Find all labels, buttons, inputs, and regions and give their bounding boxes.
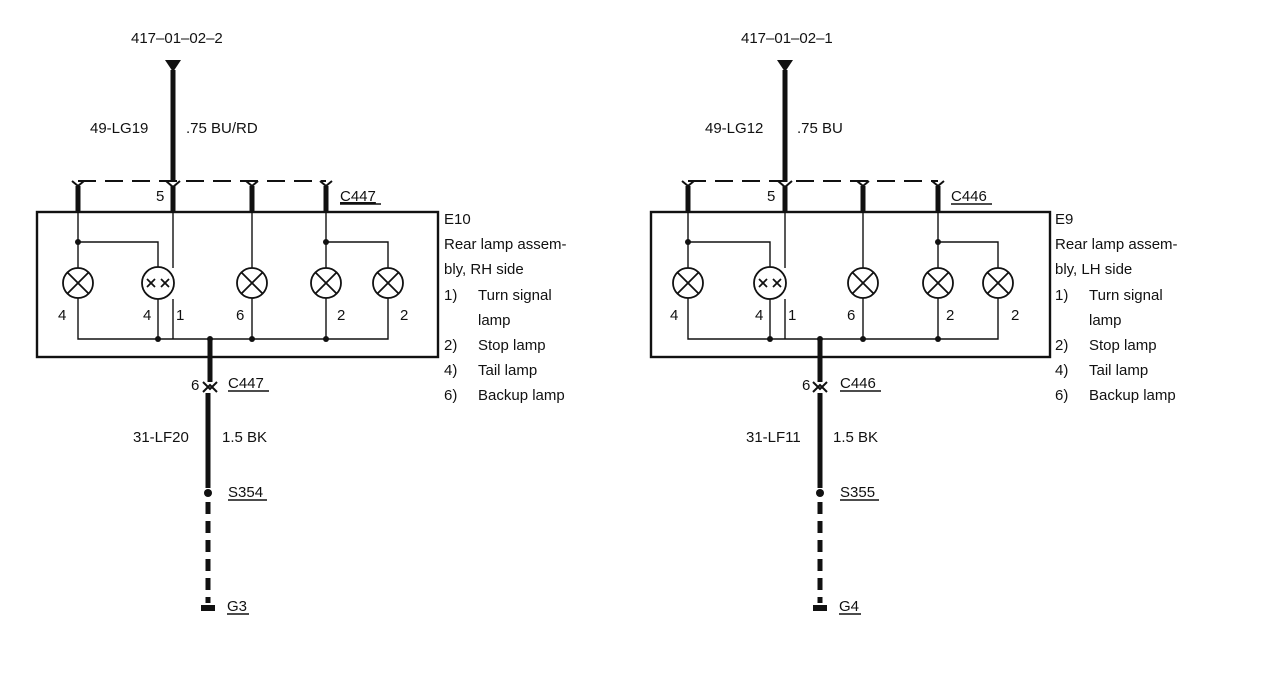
lamp-icon bbox=[982, 267, 1014, 299]
wire-bottom-spec: 1.5 BK bbox=[222, 429, 267, 446]
lamp-icon bbox=[672, 267, 704, 299]
junction-dot bbox=[935, 239, 941, 245]
legend-num: 1) bbox=[444, 287, 457, 304]
connector-label: C447 bbox=[340, 188, 376, 205]
circuit-e9: 417–01–02–1 49-LG12 .75 BU 5 C446 bbox=[649, 30, 1178, 615]
junction-dot bbox=[767, 336, 773, 342]
legend-num: 2) bbox=[444, 337, 457, 354]
legend-num: 1) bbox=[1055, 287, 1068, 304]
legend-text: lamp bbox=[1089, 312, 1122, 329]
feed-arrow-icon bbox=[165, 60, 181, 72]
wire-bottom-spec: 1.5 BK bbox=[833, 429, 878, 446]
wire-top-id: 49-LG19 bbox=[90, 120, 148, 137]
legend-text: Backup lamp bbox=[1089, 387, 1176, 404]
connector-label: C446 bbox=[840, 375, 876, 392]
pin-number: 2 bbox=[400, 307, 408, 324]
legend-text: Backup lamp bbox=[478, 387, 565, 404]
connector-pins bbox=[681, 180, 945, 188]
ref-code: 417–01–02–1 bbox=[741, 30, 833, 47]
junction-dot bbox=[155, 336, 161, 342]
wire-top-spec: .75 BU bbox=[797, 120, 843, 137]
connector-pin-icon bbox=[202, 381, 218, 393]
junction-dot bbox=[249, 336, 255, 342]
pin-number: 4 bbox=[755, 307, 763, 324]
component-id: E10 bbox=[444, 211, 471, 228]
legend-text: Stop lamp bbox=[1089, 337, 1157, 354]
internal-ground-wires bbox=[687, 298, 999, 340]
pin-number: 2 bbox=[337, 307, 345, 324]
splice-dot bbox=[816, 489, 824, 497]
legend-num: 4) bbox=[444, 362, 457, 379]
internal-feed-wires bbox=[77, 212, 389, 268]
feed-arrow-icon bbox=[777, 60, 793, 72]
splice-label: S354 bbox=[228, 484, 263, 501]
wire-bottom-id: 31-LF11 bbox=[746, 429, 801, 446]
junction-dot bbox=[323, 336, 329, 342]
pin-number: 1 bbox=[176, 307, 184, 324]
pin-bottom-number: 6 bbox=[802, 377, 810, 394]
pin-number: 1 bbox=[788, 307, 796, 324]
component-desc: bly, LH side bbox=[1055, 261, 1132, 278]
legend-num: 4) bbox=[1055, 362, 1068, 379]
ground-label: G4 bbox=[839, 598, 859, 615]
junction-dot bbox=[685, 239, 691, 245]
ref-code: 417–01–02–2 bbox=[131, 30, 223, 47]
wire-top-spec: .75 BU/RD bbox=[186, 120, 258, 137]
pin-number: 6 bbox=[236, 307, 244, 324]
internal-ground-wires bbox=[77, 298, 389, 340]
internal-feed-wires bbox=[687, 212, 999, 268]
junction-dot bbox=[75, 239, 81, 245]
lamp-icon bbox=[310, 267, 342, 299]
legend-text: Turn signal bbox=[1089, 287, 1163, 304]
legend-text: lamp bbox=[478, 312, 511, 329]
ground-icon bbox=[201, 605, 215, 611]
junction-dot bbox=[935, 336, 941, 342]
pin-top-number: 5 bbox=[156, 188, 164, 205]
lamp-icon bbox=[922, 267, 954, 299]
dual-filament-lamp-icon bbox=[753, 266, 787, 300]
pin-top-number: 5 bbox=[767, 188, 775, 205]
connector-pin-icon bbox=[812, 381, 828, 393]
pin-number: 6 bbox=[847, 307, 855, 324]
component-desc: Rear lamp assem- bbox=[444, 236, 567, 253]
lamp-icon bbox=[62, 267, 94, 299]
pin-bottom-number: 6 bbox=[191, 377, 199, 394]
connector-pins bbox=[71, 180, 333, 188]
pin-number: 4 bbox=[143, 307, 151, 324]
lamp-icon bbox=[847, 267, 879, 299]
ground-icon bbox=[813, 605, 827, 611]
pin-number: 2 bbox=[1011, 307, 1019, 324]
wire-top-id: 49-LG12 bbox=[705, 120, 763, 137]
legend-text: Stop lamp bbox=[478, 337, 546, 354]
pin-number: 4 bbox=[670, 307, 678, 324]
junction-dot bbox=[860, 336, 866, 342]
component-box bbox=[35, 210, 440, 359]
wire-bottom-id: 31-LF20 bbox=[133, 429, 189, 446]
splice-dot bbox=[204, 489, 212, 497]
legend-num: 2) bbox=[1055, 337, 1068, 354]
legend-text: Tail lamp bbox=[478, 362, 537, 379]
lamp-icon bbox=[236, 267, 268, 299]
legend-text: Tail lamp bbox=[1089, 362, 1148, 379]
ground-label: G3 bbox=[227, 598, 247, 615]
component-desc: bly, RH side bbox=[444, 261, 524, 278]
circuit-e10: 417–01–02–2 49-LG19 .75 BU/RD 5 C447 bbox=[35, 30, 567, 615]
splice-label: S355 bbox=[840, 484, 875, 501]
component-desc: Rear lamp assem- bbox=[1055, 236, 1178, 253]
connector-label: C446 bbox=[951, 188, 987, 205]
connector-label: C447 bbox=[228, 375, 264, 392]
legend-text: Turn signal bbox=[478, 287, 552, 304]
pin-number: 4 bbox=[58, 307, 66, 324]
component-box bbox=[649, 210, 1052, 359]
component-id: E9 bbox=[1055, 211, 1073, 228]
pin-number: 2 bbox=[946, 307, 954, 324]
lamp-icon bbox=[372, 267, 404, 299]
legend-num: 6) bbox=[444, 387, 457, 404]
legend-num: 6) bbox=[1055, 387, 1068, 404]
junction-dot bbox=[323, 239, 329, 245]
dual-filament-lamp-icon bbox=[141, 266, 175, 300]
